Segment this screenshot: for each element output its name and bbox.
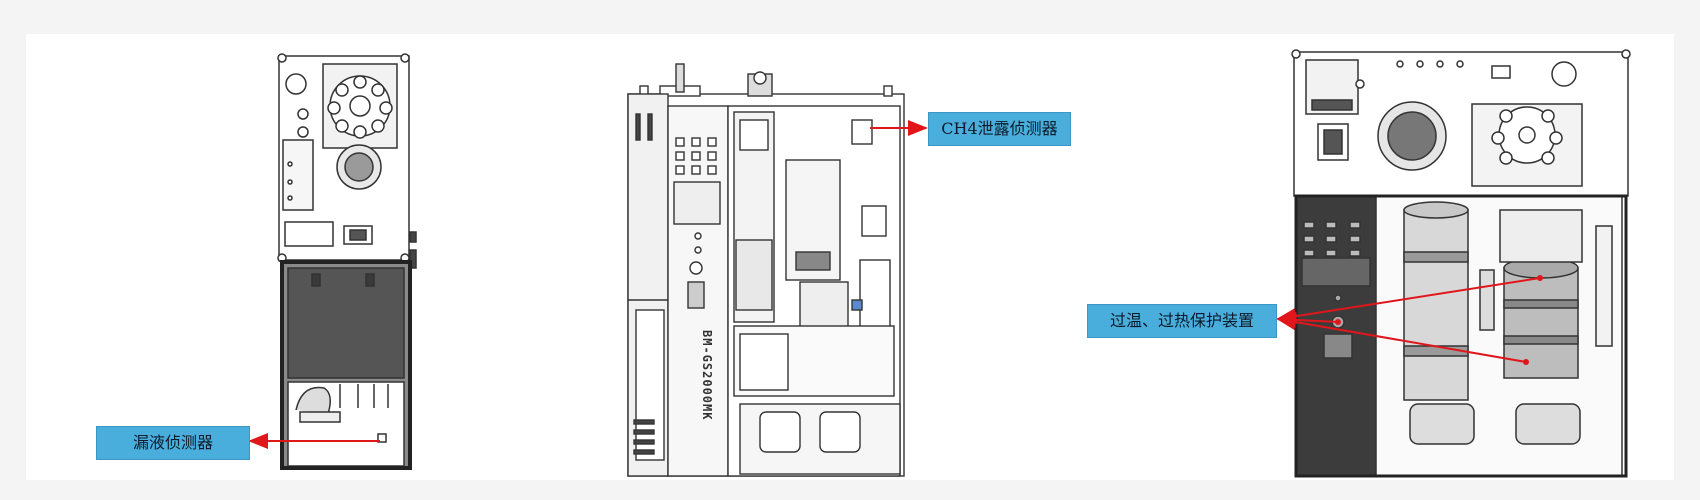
right-machine-drawing <box>1291 49 1631 478</box>
left-machine-drawing <box>277 53 417 470</box>
callout-arrows <box>248 120 1541 449</box>
arrow-overtemp-3 <box>1276 314 1527 363</box>
callout-overtemp-protection: 过温、过热保护装置 <box>1087 304 1277 338</box>
arrow-overtemp-1 <box>1276 277 1541 325</box>
middle-machine-drawing <box>627 63 905 477</box>
callout-ch4-leak-detector: CH4泄露侦测器 <box>928 112 1071 146</box>
machine-model-label: BM-GS2000MK <box>700 330 714 421</box>
callout-leak-detector: 漏液侦测器 <box>96 426 250 460</box>
